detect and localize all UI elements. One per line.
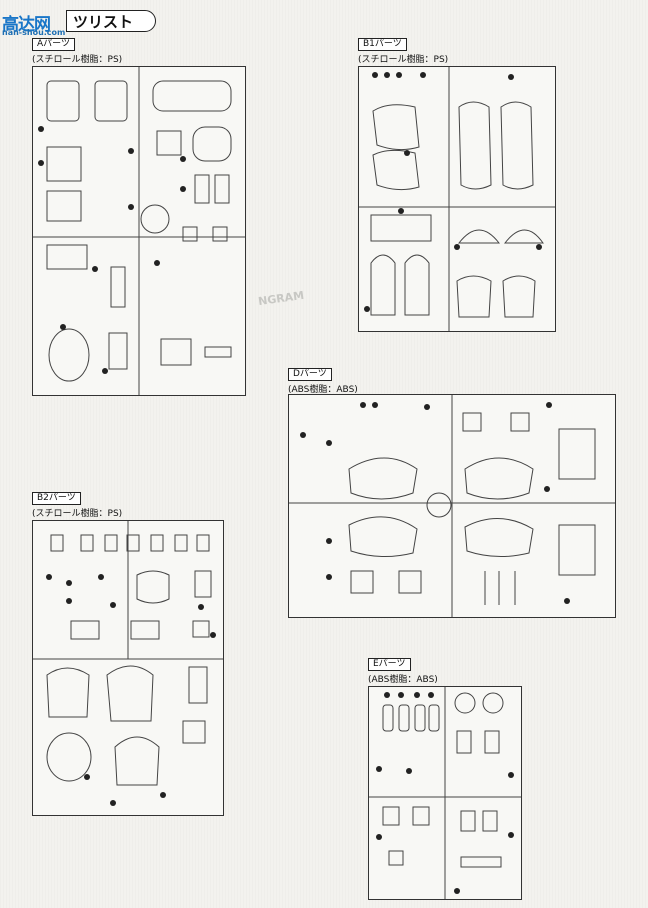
page-title: ツリスト (73, 12, 134, 31)
section-b2-material: (スチロール樹脂：PS) (32, 509, 123, 519)
section-d-material: (ABS樹脂：ABS) (288, 385, 358, 395)
runner-frame-e (368, 686, 522, 900)
runner-frame-d (288, 394, 616, 618)
section-e-label: Eパーツ (ABS樹脂：ABS) (368, 658, 438, 685)
page-header: 高达网 nan-shou.com ツリスト (0, 4, 160, 37)
title-badge: ツリスト (66, 10, 156, 32)
section-a-label: Aパーツ (スチロール樹脂：PS) (32, 38, 122, 65)
section-e-material: (ABS樹脂：ABS) (368, 675, 438, 685)
section-b1-material: (スチロール樹脂：PS) (358, 55, 449, 65)
runner-frame-a (32, 66, 246, 396)
section-b1-label: B1パーツ (スチロール樹脂：PS) (358, 38, 448, 65)
section-b1-name: B1パーツ (358, 38, 407, 51)
section-b2-name: B2パーツ (32, 492, 81, 505)
section-e-name: Eパーツ (368, 658, 411, 671)
runner-e-diagram (369, 687, 521, 899)
runner-frame-b2 (32, 520, 224, 816)
section-a-material: (スチロール樹脂：PS) (32, 55, 123, 65)
site-logo[interactable]: 高达网 (2, 15, 51, 35)
runner-b1-diagram (359, 67, 555, 331)
section-d-label: Dパーツ (ABS樹脂：ABS) (288, 368, 358, 395)
site-logo-url: nan-shou.com (2, 28, 66, 37)
runner-a-diagram (33, 67, 245, 395)
runner-b2-diagram (33, 521, 223, 806)
section-b2-label: B2パーツ (スチロール樹脂：PS) (32, 492, 122, 519)
runner-d-diagram (289, 395, 615, 617)
section-d-name: Dパーツ (288, 368, 332, 381)
runner-frame-b1 (358, 66, 556, 332)
section-a-name: Aパーツ (32, 38, 75, 51)
